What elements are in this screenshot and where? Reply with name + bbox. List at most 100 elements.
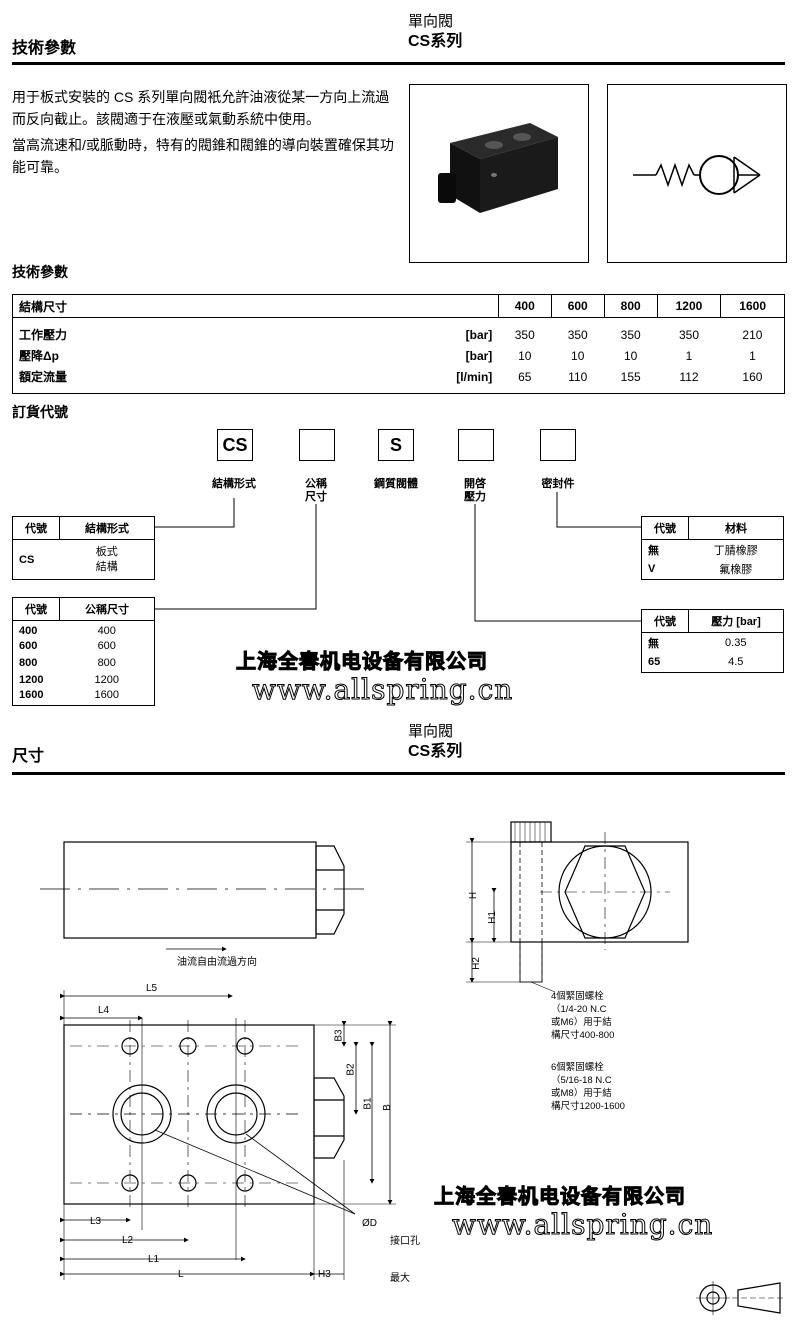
dim-label-H1: H1 <box>486 911 498 924</box>
table-header: 結構形式 <box>59 516 155 540</box>
table-cell: 1 <box>685 348 693 363</box>
series-name: CS系列 <box>408 743 463 760</box>
tech-size-600: 600 <box>550 294 605 318</box>
order-section-title: 訂貨代號 <box>12 404 68 420</box>
tech-table: 結構尺寸 400 600 800 1200 1600 工作壓力 [bar] 35… <box>12 294 785 394</box>
series-name: CS系列 <box>408 33 463 50</box>
dim-label-H: H <box>468 891 480 900</box>
table-cell: 4.5 <box>728 656 744 669</box>
code-box-body: S <box>378 429 414 461</box>
table-cell: 600 <box>97 640 116 652</box>
dim-label-B: B <box>381 1104 393 1111</box>
table-cell: 112 <box>679 369 699 384</box>
note-line: 構尺寸1200-1600 <box>551 1101 625 1112</box>
page-title: 技術參數 <box>12 40 77 57</box>
dim-label-B3: B3 <box>333 1029 345 1042</box>
dim-label-L2: L2 <box>122 1235 134 1246</box>
note-line: 或M8）用于結 <box>551 1088 612 1099</box>
tech-header-label: 結構尺寸 <box>12 294 499 318</box>
hydraulic-symbol-box <box>607 84 787 263</box>
description-paragraph-1: 用于板式安裝的 CS 系列單向閥衹允許油液從某一方向上流過而反向截止。該閥適于在… <box>12 89 390 127</box>
table-cell: CS <box>19 553 35 566</box>
table-cell: V <box>648 563 656 576</box>
watermark-company: 上海全春机电设备有限公司 <box>236 649 488 674</box>
table-cell: 10 <box>571 348 585 363</box>
table-cell: 無 <box>648 637 659 650</box>
header-rule <box>12 62 785 65</box>
table-header: 代號 <box>641 609 689 633</box>
table-row: 1600 1600 <box>13 689 155 706</box>
table-row: 600 600 <box>13 638 155 655</box>
table-cell: 350 <box>514 327 535 342</box>
dim-label-L: L <box>178 1269 184 1280</box>
product-name: 單向閥 <box>408 723 454 740</box>
tech-size-1600: 1600 <box>720 294 785 318</box>
param-name: 額定流量 <box>19 370 68 384</box>
param-name: 工作壓力 <box>19 328 68 342</box>
dim-label-D: ØD <box>362 1218 377 1229</box>
note-line: 6個緊固螺栓 <box>551 1062 604 1073</box>
note-line: 構尺寸400-800 <box>551 1030 615 1041</box>
dimension-drawing <box>40 821 786 1315</box>
table-row: 壓降Δp [bar] 10 10 10 1 1 <box>13 345 785 366</box>
code-label-form: 結構形式 <box>212 478 256 490</box>
tech-table-header: 結構尺寸 400 600 800 1200 1600 <box>12 294 785 318</box>
description: 用于板式安裝的 CS 系列單向閥衹允許油液從某一方向上流過而反向截止。該閥適于在… <box>12 86 397 182</box>
table-cell: 1200 <box>94 674 119 686</box>
bolt-note-large: 6個緊固螺栓 （5/16-18 N.C 或M8）用于結 構尺寸1200-1600 <box>551 1061 625 1113</box>
table-cell: 350 <box>620 327 641 342</box>
table-cell: 65 <box>648 656 661 669</box>
dims-product-heading: 單向閥 CS系列 <box>408 722 462 762</box>
code-label-pressure: 開啓 壓力 <box>464 478 486 503</box>
table-header: 代號 <box>641 516 689 540</box>
table-cell: 10 <box>518 348 532 363</box>
note-line: 4個緊固螺栓 <box>551 991 604 1002</box>
table-row: V 氟橡膠 <box>642 560 784 580</box>
param-unit: [l/min] <box>456 369 493 384</box>
table-cell: 400 <box>19 625 38 638</box>
dims-rule <box>12 772 785 775</box>
code-label-body: 鋼質閥體 <box>374 478 418 490</box>
tech-section-title: 技術參數 <box>12 264 68 280</box>
table-cell: 10 <box>624 348 638 363</box>
form-value-line: 板式 <box>95 545 118 558</box>
description-paragraph-2: 當高流速和/或脈動時，特有的閥錐和閥錐的導向裝置確保其功能可靠。 <box>12 137 394 175</box>
table-row: 額定流量 [l/min] 65 110 155 112 160 <box>13 366 785 394</box>
code-box-pressure <box>458 429 494 461</box>
note-line: （1/4-20 N.C <box>551 1004 607 1015</box>
table-cell: 350 <box>678 327 699 342</box>
table-header: 材料 <box>688 516 784 540</box>
table-header: 公稱尺寸 <box>59 597 155 621</box>
table-cell: 800 <box>19 657 38 669</box>
check-valve-symbol-icon <box>633 155 761 195</box>
bolt-note-small: 4個緊固螺栓 （1/4-20 N.C 或M6）用于結 構尺寸400-800 <box>551 990 614 1042</box>
watermark-company: 上海全春机电设备有限公司 <box>434 1184 686 1209</box>
table-cell: 丁腈橡膠 <box>713 544 758 557</box>
tech-size-800: 800 <box>603 294 658 318</box>
table-cell: 氟橡膠 <box>719 564 753 577</box>
watermark-url: www.allspring.cn <box>251 673 514 707</box>
table-cell: 1600 <box>94 689 119 702</box>
table-cell: 板式 結構 <box>60 540 155 580</box>
table-cell: 0.35 <box>725 636 747 649</box>
product-heading: 單向閥 CS系列 <box>408 12 462 52</box>
table-cell: 65 <box>518 369 532 384</box>
tech-size-1200: 1200 <box>656 294 722 318</box>
table-cell: 350 <box>567 327 588 342</box>
form-value-line: 結構 <box>95 560 118 573</box>
table-row: CS 板式 結構 <box>13 540 155 580</box>
note-line: （5/16-18 N.C <box>551 1075 612 1086</box>
table-header: 代號 <box>12 597 60 621</box>
param-name: 壓降Δp <box>19 349 59 363</box>
dim-label-B1: B1 <box>362 1097 374 1110</box>
table-header: 壓力 [bar] <box>688 609 784 633</box>
code-box-form: CS <box>217 429 253 461</box>
table-cell: 1600 <box>19 689 44 702</box>
table-cell: 600 <box>19 640 38 652</box>
table-cell: 155 <box>620 369 641 384</box>
max-label: 最大 <box>390 1273 410 1284</box>
